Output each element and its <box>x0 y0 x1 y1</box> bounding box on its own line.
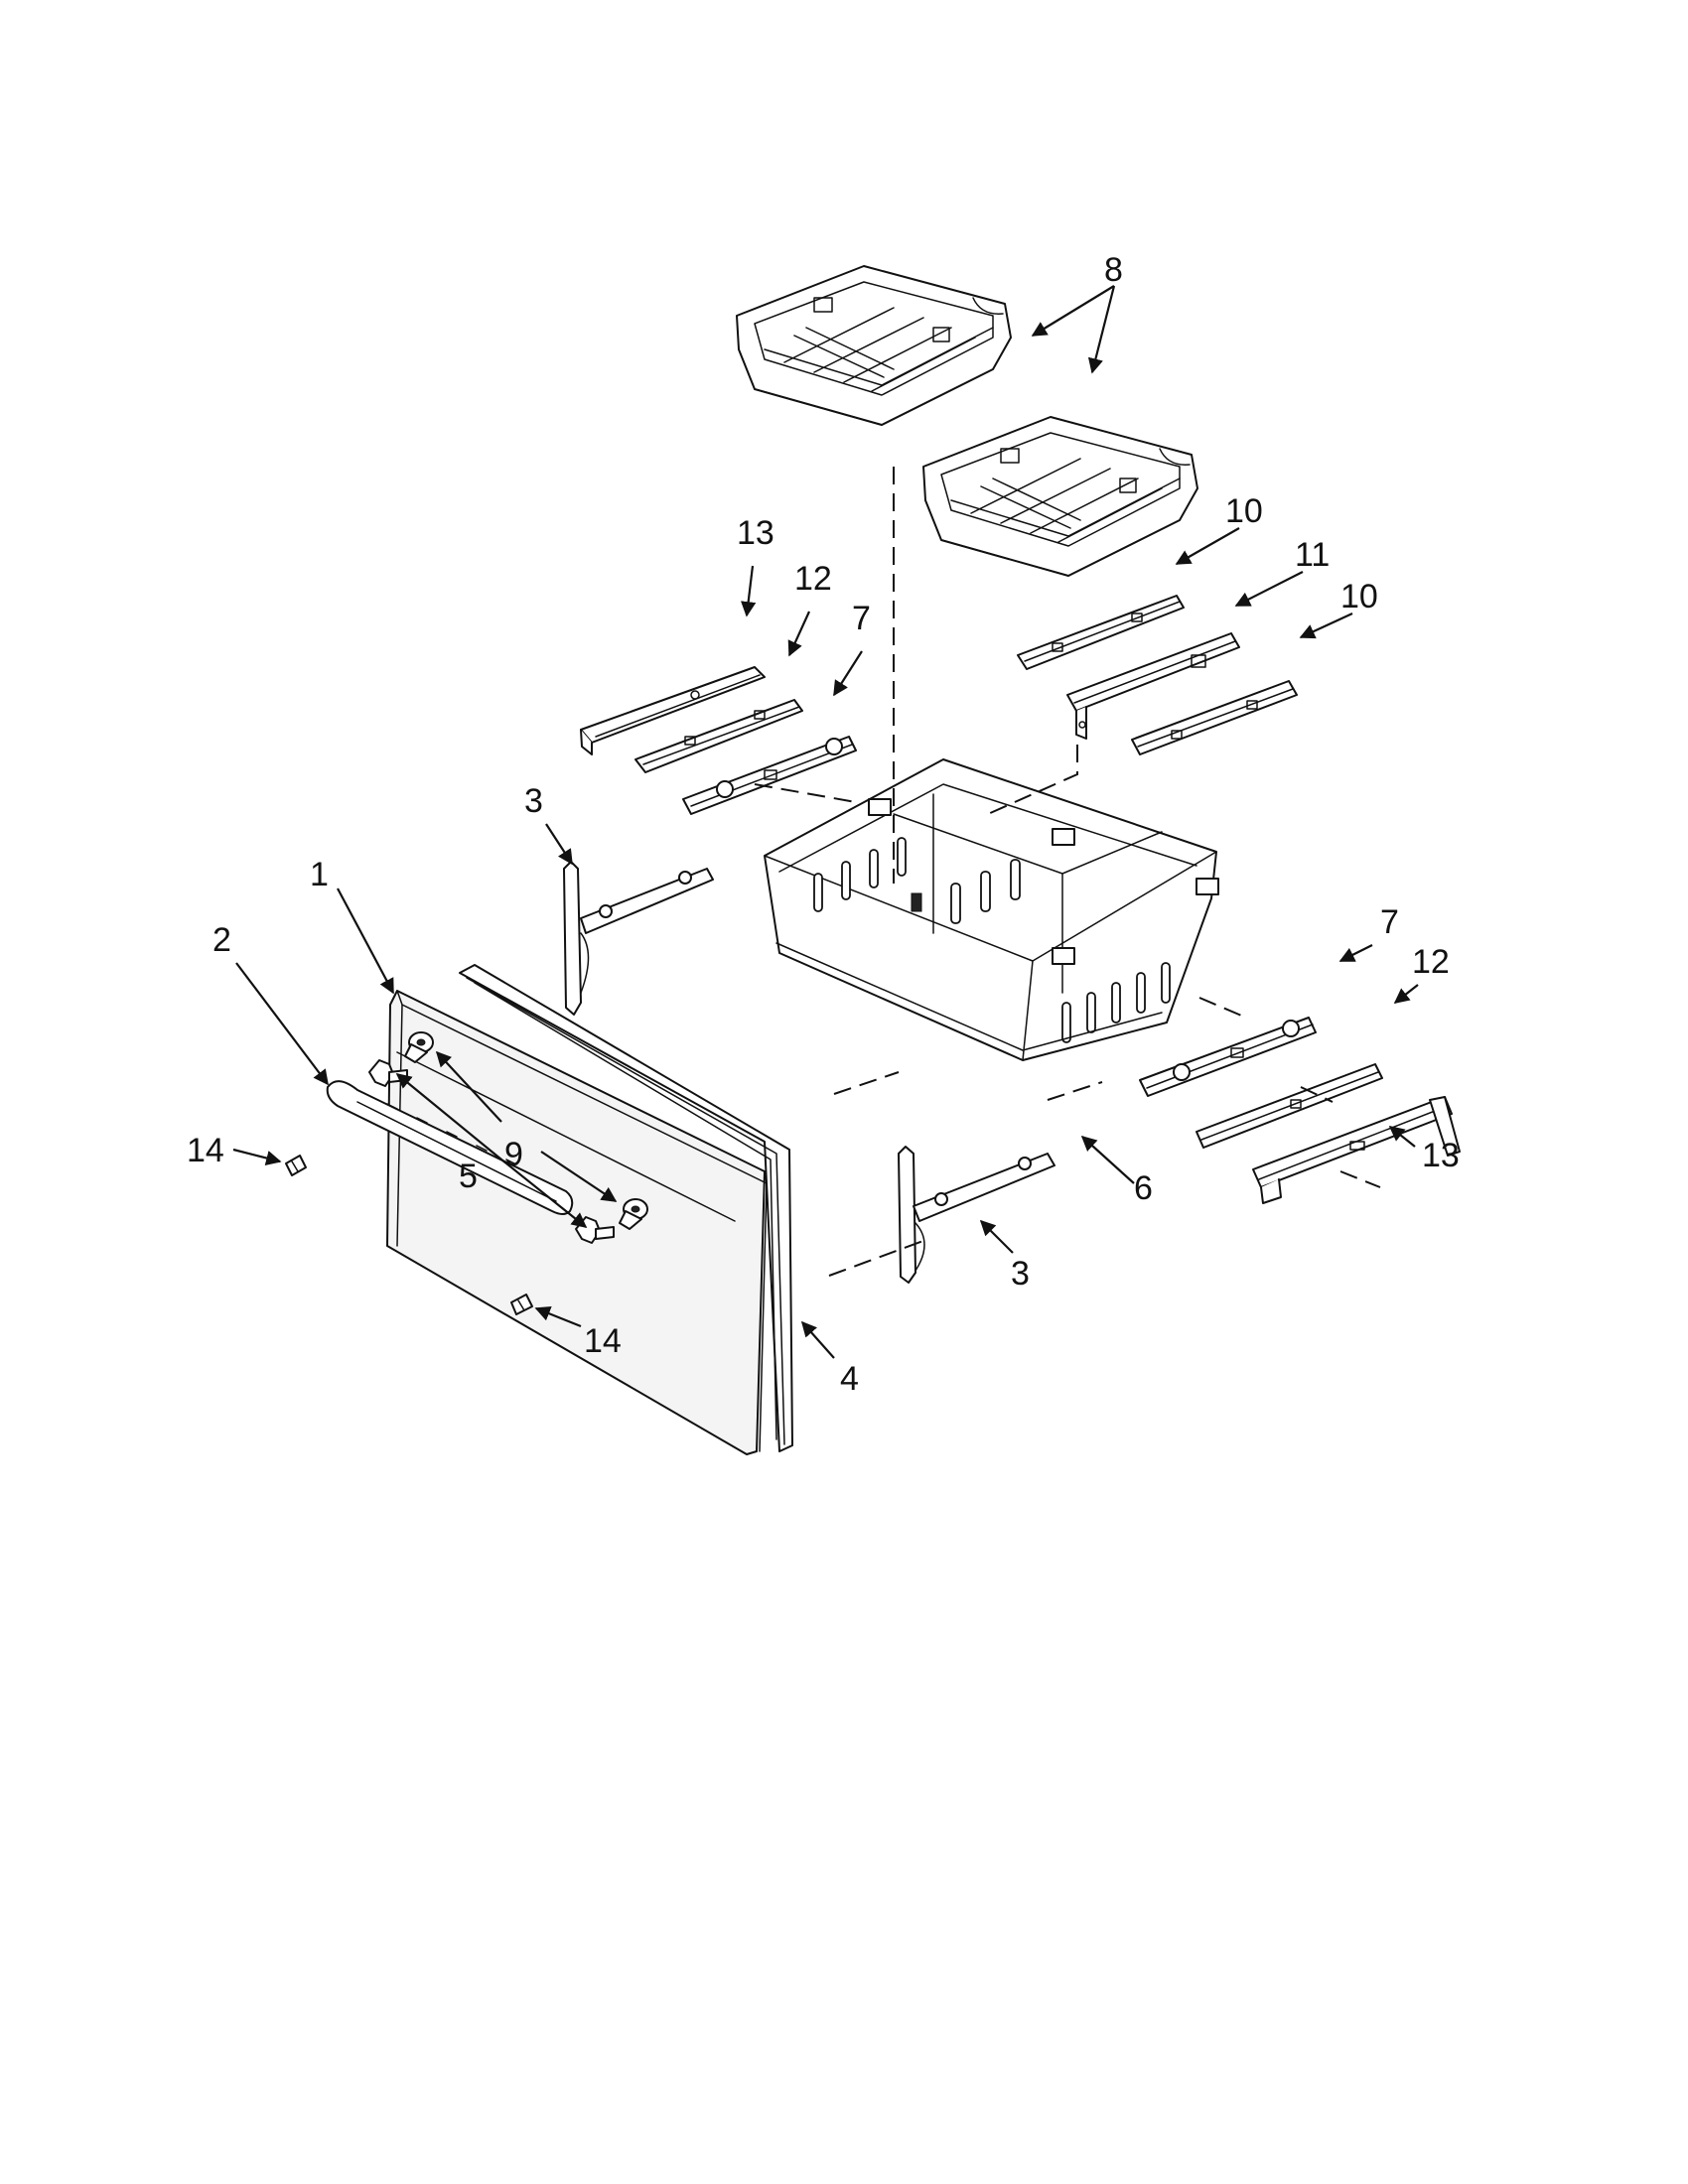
callout-9: 9 <box>504 1136 523 1173</box>
callout-3-upper: 3 <box>524 782 543 820</box>
upper-basket-right <box>922 416 1198 577</box>
rail-cover-13-right <box>1252 1096 1461 1204</box>
callout-8: 8 <box>1104 251 1123 289</box>
upper-basket-left <box>736 265 1012 426</box>
callout-4: 4 <box>840 1360 859 1398</box>
slide-rail-7-left <box>682 736 857 815</box>
slide-rail-7-right <box>1139 1017 1317 1097</box>
callout-14-upper: 14 <box>187 1132 224 1169</box>
callout-13-upper: 13 <box>737 514 774 552</box>
bracket-3-left <box>563 861 714 1016</box>
callout-5: 5 <box>459 1158 478 1195</box>
slide-rail-10-upper <box>1017 595 1185 670</box>
door-gasket <box>459 964 793 1452</box>
slide-rail-12-left <box>634 699 803 773</box>
freezer-basket <box>764 758 1219 1061</box>
callout-1: 1 <box>310 856 329 893</box>
slide-rail-12-right <box>1196 1063 1383 1149</box>
callout-2: 2 <box>212 921 231 959</box>
leader-lines <box>232 285 1419 1359</box>
end-cap-14-upper <box>285 1155 307 1176</box>
callout-6: 6 <box>1134 1169 1153 1207</box>
rail-cover-13-left <box>580 666 766 755</box>
callout-10-upper: 10 <box>1225 492 1263 530</box>
basket-slots-front <box>1061 962 1171 1043</box>
basket-slots-middle <box>950 859 1021 924</box>
callout-13-lower: 13 <box>1422 1137 1460 1174</box>
door-handle <box>326 1080 574 1215</box>
callout-11: 11 <box>1295 536 1330 574</box>
basket-slots-left <box>813 837 907 912</box>
spacer-9-lower <box>619 1198 648 1230</box>
callout-10-lower: 10 <box>1340 578 1378 615</box>
callout-7-upper: 7 <box>852 600 871 637</box>
callout-3-lower: 3 <box>1011 1255 1030 1293</box>
alignment-lines <box>754 467 1381 1277</box>
spacer-9-upper <box>404 1031 434 1063</box>
slide-rail-10-lower <box>1131 680 1298 755</box>
callout-7-lower: 7 <box>1380 903 1399 941</box>
callout-12-lower: 12 <box>1412 943 1450 981</box>
callout-labels: 8 13 12 7 10 11 10 3 1 2 7 12 14 9 5 6 1… <box>187 251 1460 1398</box>
callout-14-lower: 14 <box>584 1322 622 1360</box>
screw-5-upper <box>368 1059 408 1087</box>
bracket-3-right <box>898 1146 1055 1284</box>
end-cap-14-lower <box>510 1294 533 1315</box>
slide-rail-11 <box>1066 632 1240 740</box>
callout-12-upper: 12 <box>794 560 832 598</box>
